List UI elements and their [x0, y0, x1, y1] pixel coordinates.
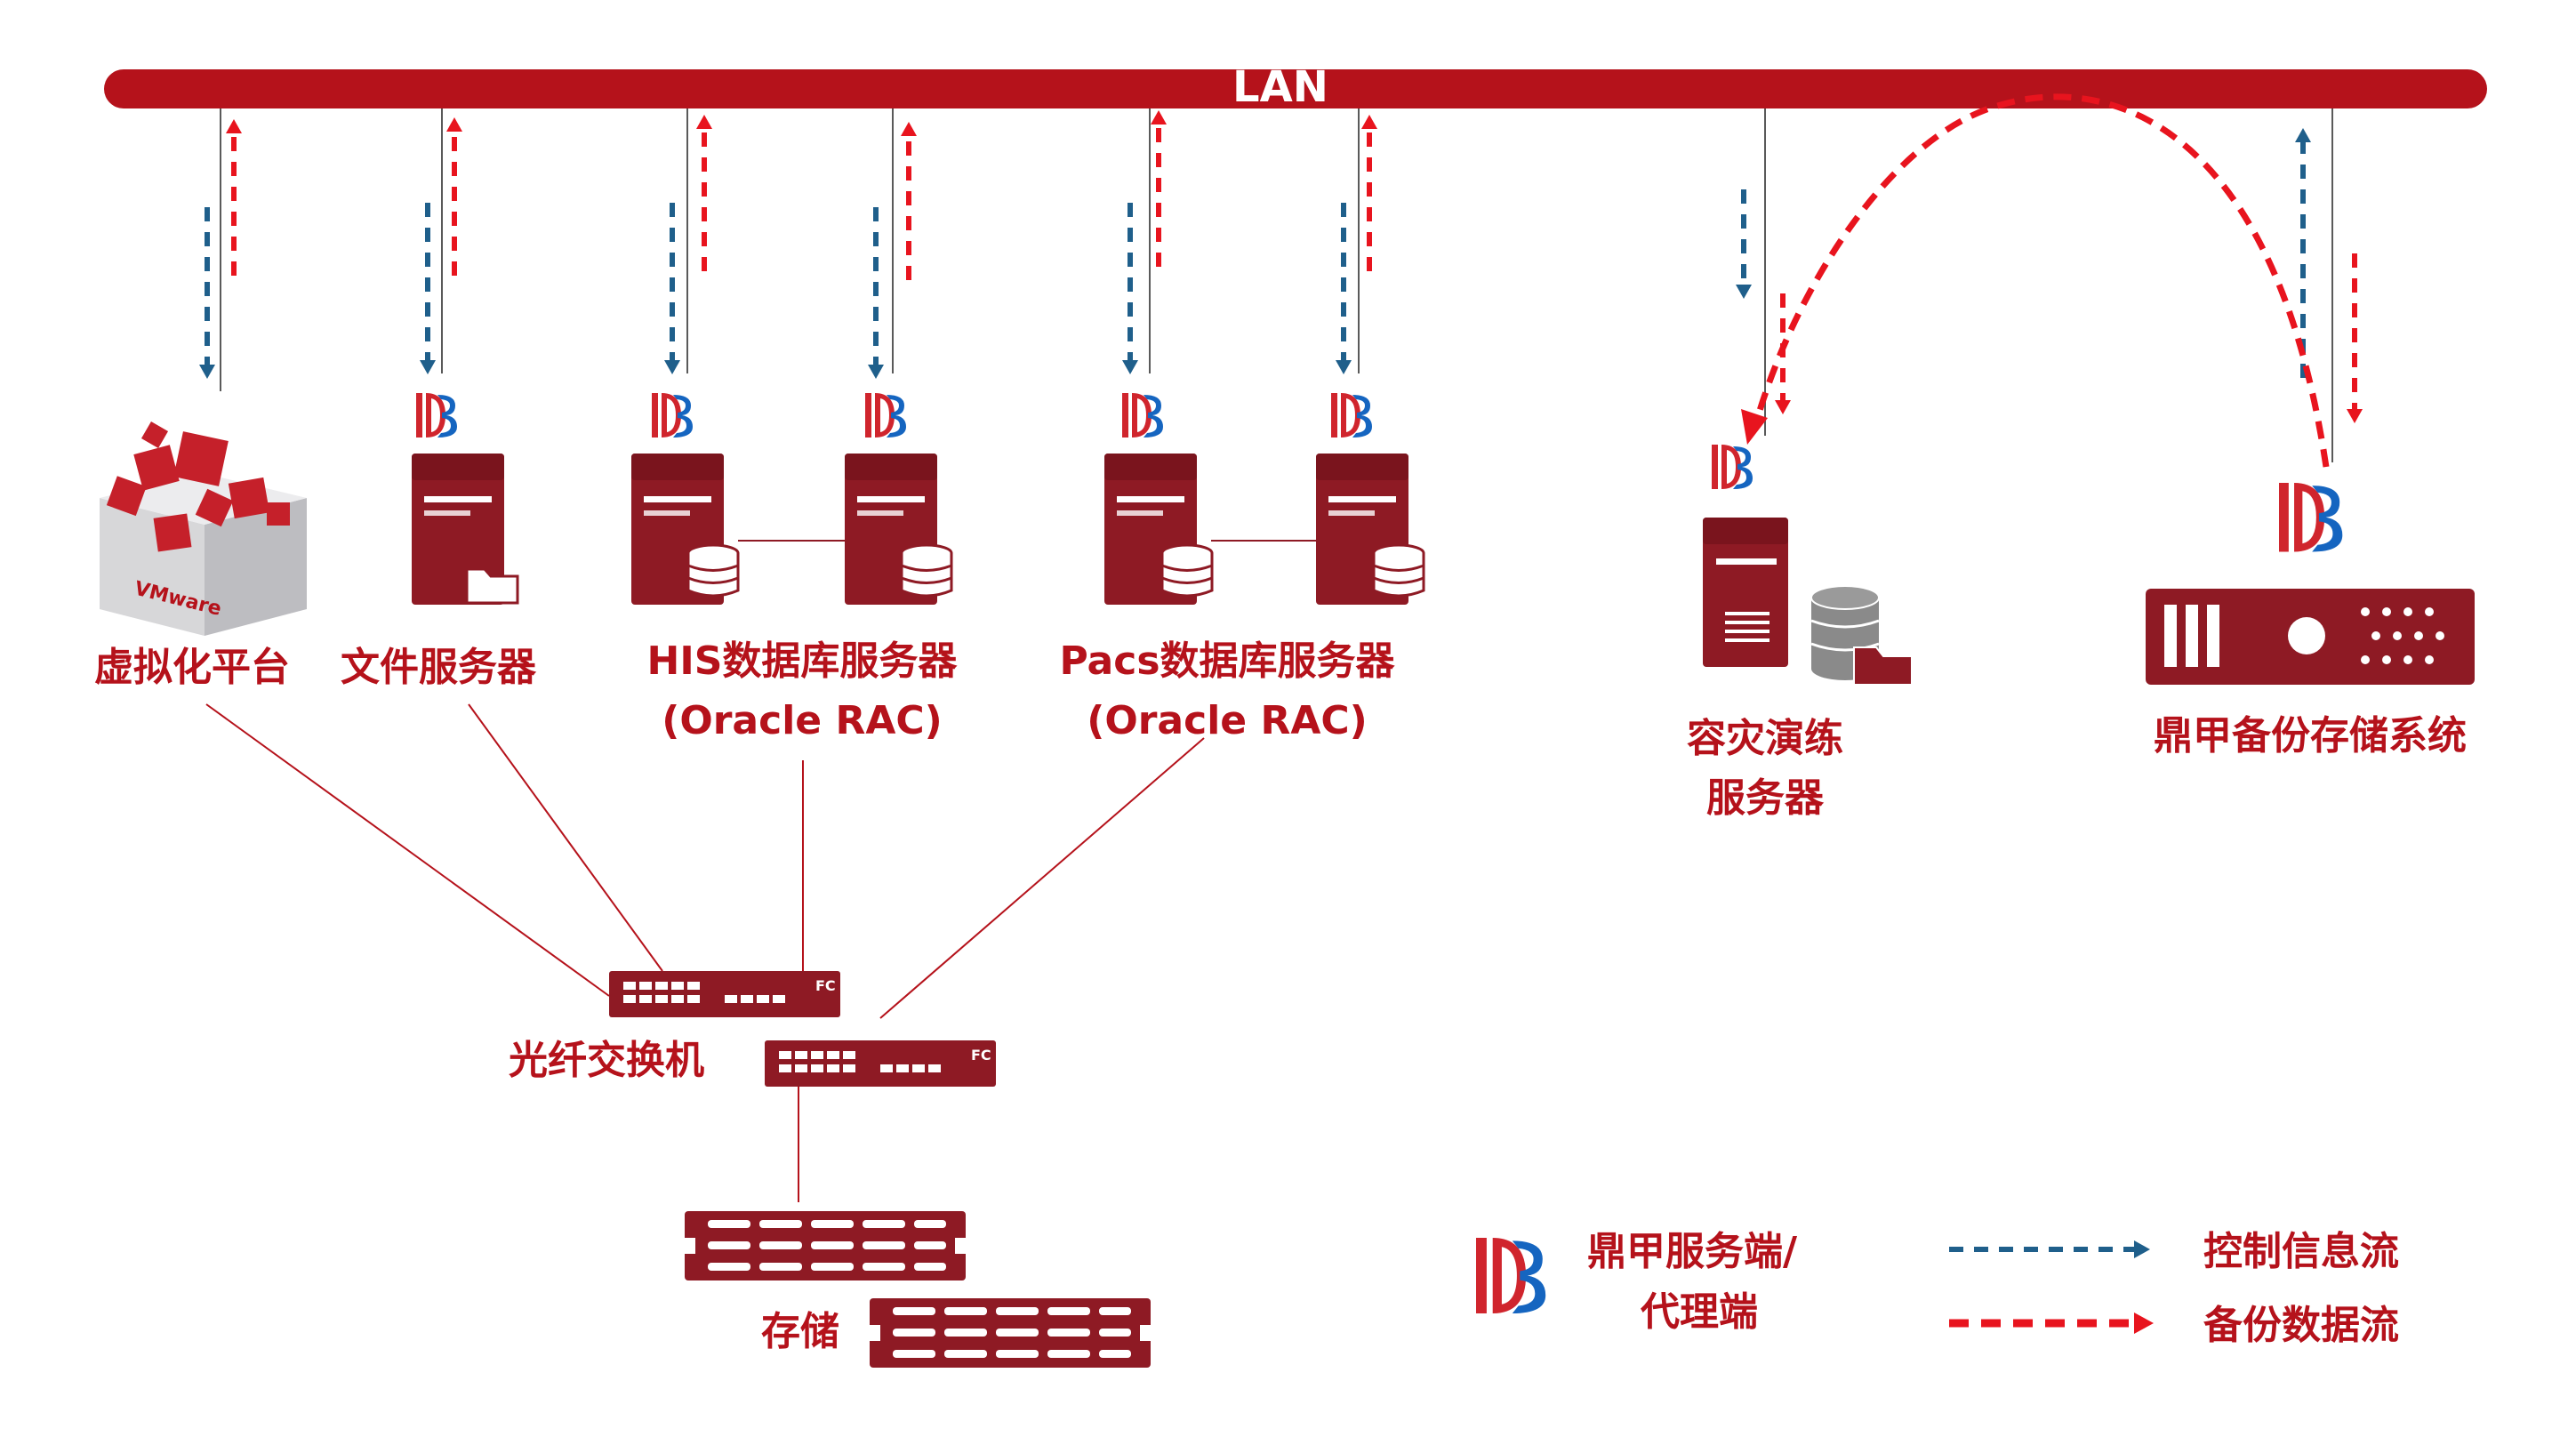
pacs-label: Pacs数据库服务器: [1059, 638, 1395, 684]
dingjia-agent-logo: [1331, 393, 1372, 438]
restore-arc-arrowhead: [1741, 409, 1768, 445]
storage-array-icon: [685, 1211, 966, 1280]
lan-bus: [104, 69, 2487, 108]
san-links: [205, 703, 1205, 1202]
legend-control-label: 控制信息流: [2203, 1229, 2399, 1274]
his-sublabel: (Oracle RAC): [662, 698, 943, 743]
file-server-label: 文件服务器: [341, 645, 537, 690]
storage-array-icon: [870, 1298, 1151, 1368]
legend-dingjia-logo: [1476, 1238, 1546, 1313]
fc-tag: FC: [971, 1047, 991, 1064]
dingjia-logo: [2279, 483, 2343, 552]
legend-backup-arrowhead: [2134, 1313, 2154, 1334]
legend-agent-label: 鼎甲服务端/: [1587, 1229, 1798, 1274]
dr-server-sublabel: 服务器: [1706, 775, 1825, 821]
database-icon: [686, 543, 740, 598]
lan-label: LAN: [1232, 62, 1328, 112]
fc-switch-icon: [609, 971, 840, 1017]
dr-server-icon: [1703, 518, 1788, 667]
restore-data-arc: [1753, 93, 2330, 468]
lan-drop-lines: [220, 108, 2333, 462]
legend-agent-sublabel: 代理端: [1640, 1289, 1758, 1335]
database-icon: [1160, 543, 1214, 598]
storage-label: 存储: [761, 1309, 839, 1354]
control-flow-arrows: [205, 142, 2306, 378]
fc-switch-label: 光纤交换机: [509, 1038, 704, 1083]
backup-appliance-icon: [2146, 589, 2475, 685]
control-arrowheads: [199, 128, 2311, 379]
virtualization-label: 虚拟化平台: [94, 645, 290, 690]
dingjia-agent-logo: [1122, 393, 1163, 438]
database-icon: [900, 543, 953, 598]
dingjia-agent-logo: [416, 393, 457, 438]
fc-switch-icon: [765, 1040, 996, 1087]
pacs-sublabel: (Oracle RAC): [1087, 698, 1368, 743]
legend: 鼎甲服务端/ 代理端 控制信息流 备份数据流: [1476, 1229, 2399, 1348]
backup-flow-arrows: [231, 124, 2357, 409]
backup-system-label: 鼎甲备份存储系统: [2154, 713, 2467, 759]
legend-control-arrowhead: [2134, 1240, 2150, 1258]
dingjia-agent-logo: [865, 393, 906, 438]
legend-backup-label: 备份数据流: [2203, 1303, 2399, 1348]
dingjia-agent-logo: [1712, 445, 1753, 489]
vmware-cube-icon: VMware: [100, 421, 307, 636]
fc-tag: FC: [815, 977, 836, 994]
dingjia-agent-logo: [652, 393, 693, 438]
dr-server-label: 容灾演练: [1687, 716, 1843, 761]
his-label: HIS数据库服务器: [647, 638, 959, 684]
folder-icon: [465, 567, 519, 605]
database-icon: [1372, 543, 1425, 598]
backup-arrowheads: [226, 110, 2363, 423]
dr-folder-icon: [1853, 646, 1913, 686]
